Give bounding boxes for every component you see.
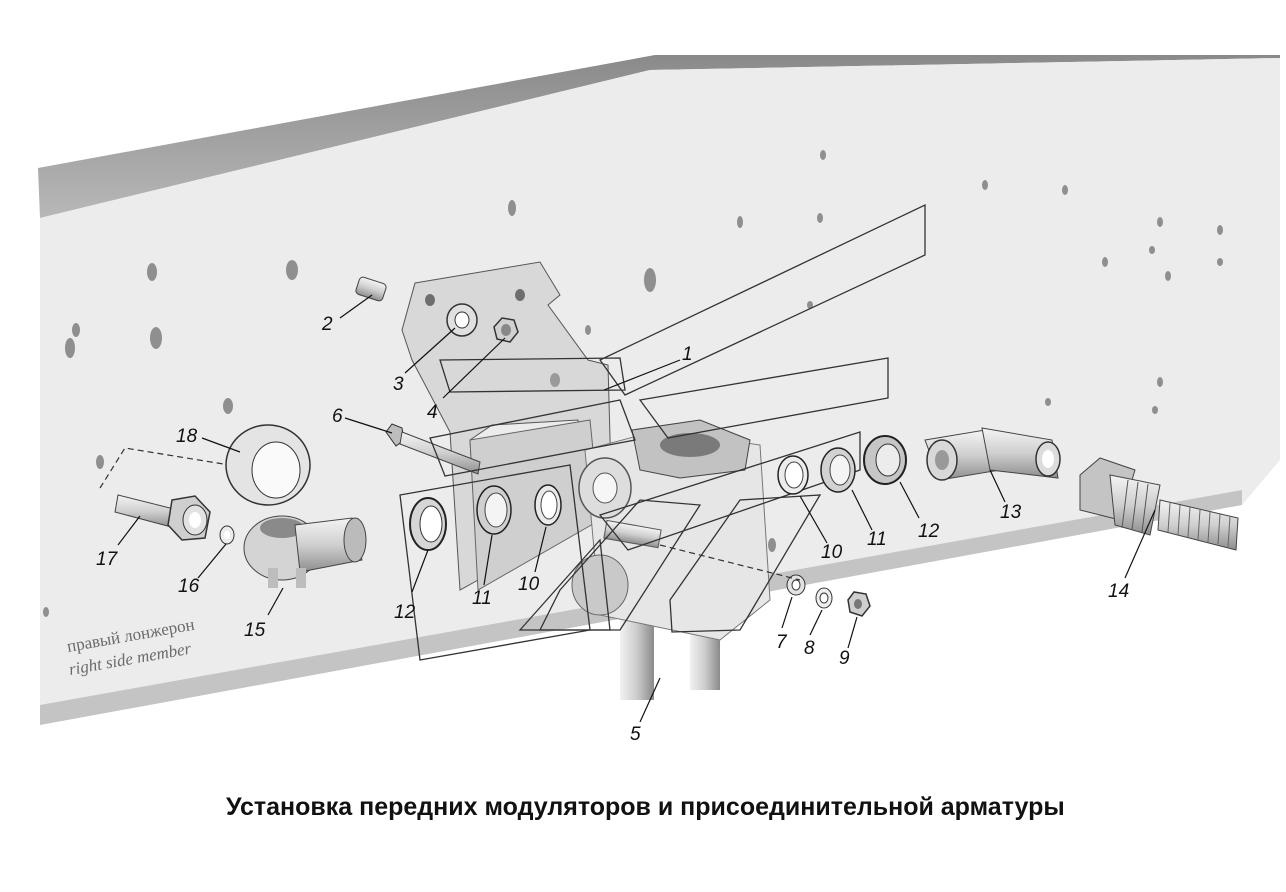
callout-5: 5 (630, 724, 641, 745)
part-7-washer (786, 574, 806, 596)
frame-holes (43, 150, 1223, 617)
part-10-seal-right (777, 455, 809, 495)
callout-3: 3 (393, 374, 404, 395)
part-16-washer (219, 525, 235, 545)
leader-lines (117, 294, 1156, 723)
callout-12-right: 12 (918, 521, 940, 542)
assembly-diagram: правый лонжерон right side member (38, 55, 1280, 745)
callout-17: 17 (96, 549, 119, 570)
part-10-seal-left (534, 484, 562, 526)
part-6-bolt (385, 423, 481, 475)
part-15-banjo-fitting (243, 515, 367, 588)
part-14-threaded-fitting (1079, 457, 1239, 551)
callout-18: 18 (176, 426, 198, 447)
part-12-nut-left (409, 497, 447, 551)
part-18-washer (225, 424, 311, 506)
part-8-spring-washer (815, 587, 833, 609)
frame-top-flange (38, 55, 1280, 218)
callout-12-left: 12 (394, 602, 416, 623)
callout-11-right: 11 (867, 529, 887, 550)
callout-10-right: 10 (821, 542, 843, 563)
callout-6: 6 (332, 406, 343, 427)
part-12-nut-right (863, 435, 907, 485)
callout-8: 8 (804, 638, 815, 659)
callout-10-left: 10 (518, 574, 540, 595)
part-4-nut (493, 317, 519, 343)
callout-9: 9 (839, 648, 850, 669)
callout-11-left: 11 (472, 588, 492, 609)
part-11-ring-left (476, 485, 512, 535)
callout-2: 2 (321, 314, 333, 335)
part-9-nut (847, 591, 871, 617)
callout-labels: 1 2 3 4 5 6 7 8 9 10 10 11 11 12 12 13 1… (96, 314, 1129, 745)
part-5-modulator (399, 203, 926, 700)
callout-1: 1 (682, 344, 693, 365)
part-17-bolt (114, 494, 211, 541)
callout-7: 7 (776, 632, 788, 653)
part-11-ring-right (820, 447, 856, 493)
callout-14: 14 (1108, 581, 1129, 602)
callout-13: 13 (1000, 502, 1022, 523)
callout-15: 15 (244, 620, 266, 641)
callout-4: 4 (427, 402, 438, 423)
diagram-caption: Установка передних модуляторов и присоед… (226, 793, 1065, 821)
callout-16: 16 (178, 576, 200, 597)
part-13-elbow-fitting (924, 427, 1061, 481)
